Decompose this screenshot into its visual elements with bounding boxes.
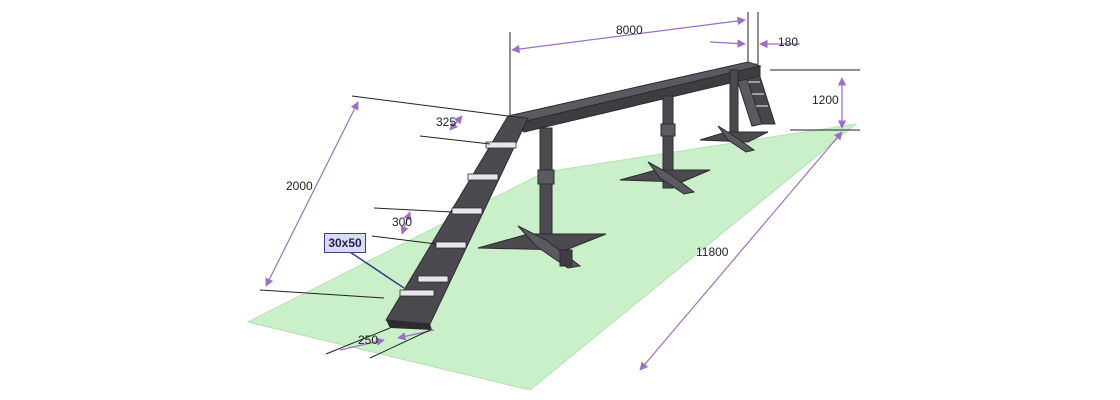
front-ramp [385, 115, 529, 330]
total-length-label: 11800 [696, 245, 729, 259]
dimension-lines [265, 16, 847, 371]
beam [506, 61, 762, 133]
cleat-spacing-top-label: 325 [436, 115, 456, 129]
height-label: 1200 [812, 93, 839, 107]
cleat-spacing-label: 300 [392, 215, 412, 229]
beam-length-label: 8000 [616, 23, 643, 37]
extension-lines [259, 12, 860, 359]
callout-leader [349, 251, 405, 289]
ramp-cleats [399, 141, 517, 297]
support-1 [477, 127, 607, 269]
ramp-run-label: 2000 [286, 179, 313, 193]
cleat-size-callout: 30x50 [324, 233, 366, 253]
ramp-width-label: 250 [358, 333, 378, 347]
beam-width-label: 180 [778, 35, 798, 49]
